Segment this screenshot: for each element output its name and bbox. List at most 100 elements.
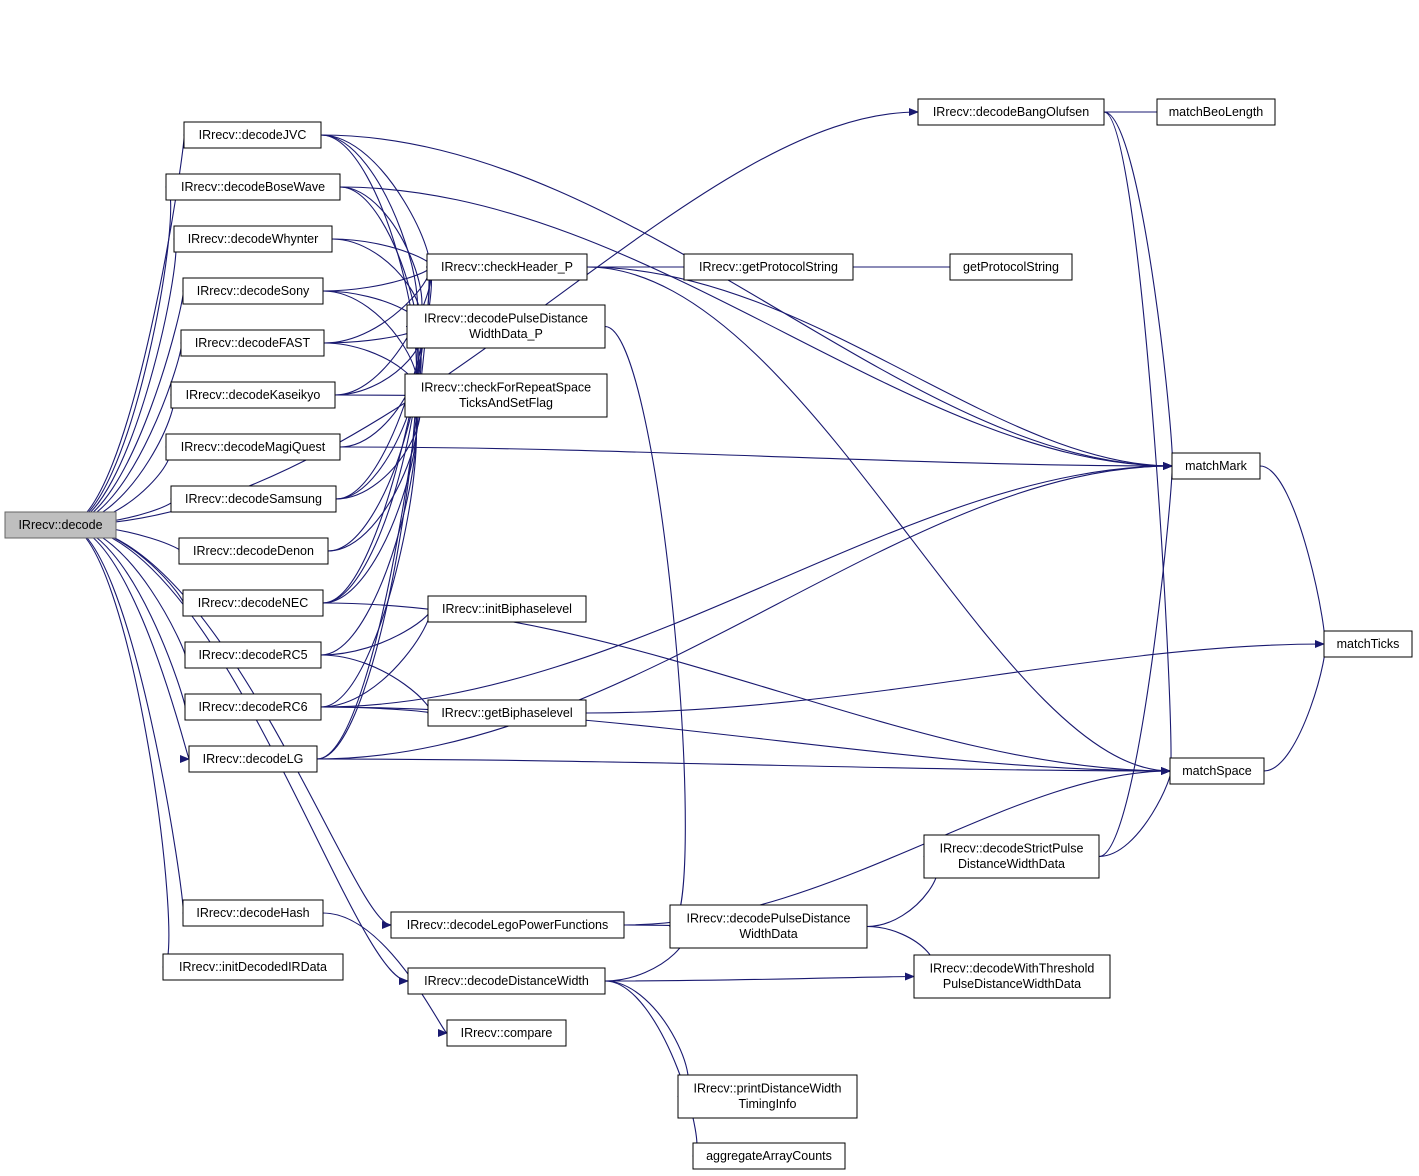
node-label-decodePulseDistanceWidthData-line-1: WidthData <box>739 927 797 941</box>
call-edge-decodeRC6-to-matchMark <box>320 462 1173 708</box>
call-edge-decodeBangOlufsen-to-matchMark <box>1103 111 1182 470</box>
call-edge-decodeFAST-to-decodePulseDistanceWidthData_P <box>323 322 419 344</box>
node-decodeLG[interactable]: IRrecv::decodeLG <box>188 745 318 773</box>
node-label-getBiphaselevel: IRrecv::getBiphaselevel <box>441 706 572 720</box>
node-getBiphaselevel[interactable]: IRrecv::getBiphaselevel <box>427 699 587 727</box>
node-decodeWithThresholdPulseDistanceWidthData[interactable]: IRrecv::decodeWithThresholdPulseDistance… <box>913 954 1111 999</box>
node-decodeSamsung[interactable]: IRrecv::decodeSamsung <box>170 485 337 513</box>
node-matchBeoLength[interactable]: matchBeoLength <box>1156 98 1276 126</box>
node-decodeRC6[interactable]: IRrecv::decodeRC6 <box>184 693 322 721</box>
node-box-decodeSony <box>182 277 324 305</box>
call-edge-decodeNEC-to-decodePulseDistanceWidthData_P <box>322 322 419 604</box>
node-decodeWhynter[interactable]: IRrecv::decodeWhynter <box>173 225 333 253</box>
node-label-printDistanceWidthTimingInfo-line-1: TimingInfo <box>739 1097 797 1111</box>
node-label-decodeSony: IRrecv::decodeSony <box>197 284 310 298</box>
node-label-decodeNEC: IRrecv::decodeNEC <box>198 596 308 610</box>
node-getProtocolString[interactable]: getProtocolString <box>949 253 1073 281</box>
node-label-decodePulseDistanceWidthData-line-0: IRrecv::decodePulseDistance <box>687 912 851 926</box>
node-box-getProtocolString <box>949 253 1073 281</box>
node-decode[interactable]: IRrecv::decode <box>4 511 117 539</box>
node-decodeFAST[interactable]: IRrecv::decodeFAST <box>180 329 325 357</box>
node-box-decodePulseDistanceWidthData <box>669 904 868 949</box>
node-box-aggregateArrayCounts <box>692 1142 846 1170</box>
call-edge-decodeJVC-to-checkHeader_P <box>320 134 437 271</box>
call-edge-decodeBangOlufsen-to-matchSpace <box>1103 111 1180 775</box>
node-decodeLegoPowerFunctions[interactable]: IRrecv::decodeLegoPowerFunctions <box>390 911 625 939</box>
node-label-decodeJVC: IRrecv::decodeJVC <box>199 128 307 142</box>
node-matchTicks[interactable]: matchTicks <box>1323 630 1413 658</box>
node-box-decodeBoseWave <box>165 173 341 201</box>
call-edge-decodeLG-to-matchMark <box>316 462 1173 760</box>
node-label-getProtocolString: getProtocolString <box>963 260 1059 274</box>
node-label-matchMark: matchMark <box>1185 459 1248 473</box>
node-getProtocolString_m[interactable]: IRrecv::getProtocolString <box>683 253 854 281</box>
node-decodeKaseikyo[interactable]: IRrecv::decodeKaseikyo <box>170 381 336 409</box>
node-compare[interactable]: IRrecv::compare <box>446 1019 567 1047</box>
call-edge-decode-to-decodeBoseWave <box>65 183 176 526</box>
node-box-getProtocolString_m <box>683 253 854 281</box>
node-label-decodeLG: IRrecv::decodeLG <box>203 752 304 766</box>
call-edge-decodePulseDistanceWidthData_P-to-decodePulseDistanceWidthData <box>604 325 686 931</box>
node-box-compare <box>446 1019 567 1047</box>
node-matchMark[interactable]: matchMark <box>1171 452 1261 480</box>
call-edge-decodeDistanceWidth-to-aggregateArrayCounts <box>604 980 703 1160</box>
node-decodeJVC[interactable]: IRrecv::decodeJVC <box>183 121 322 149</box>
node-layer: IRrecv::decodeIRrecv::decodeJVCIRrecv::d… <box>4 98 1413 1170</box>
node-box-decodeFAST <box>180 329 325 357</box>
call-edge-decode-to-decodeLegoPowerFunctions <box>65 524 392 929</box>
call-edge-decodeNEC-to-checkHeader_P <box>322 263 437 604</box>
node-box-decode <box>4 511 117 539</box>
node-initDecodedIRData[interactable]: IRrecv::initDecodedIRData <box>162 953 344 981</box>
node-decodeSony[interactable]: IRrecv::decodeSony <box>182 277 324 305</box>
node-label-decodeSamsung: IRrecv::decodeSamsung <box>185 492 322 506</box>
node-box-decodeLegoPowerFunctions <box>390 911 625 939</box>
call-edge-decodeDenon-to-checkForRepeatSpaceTicksAndSetFlag <box>327 391 419 552</box>
node-label-decodeWithThresholdPulseDistanceWidthData-line-1: PulseDistanceWidthData <box>943 977 1081 991</box>
node-box-decodeHash <box>182 899 324 927</box>
node-matchSpace[interactable]: matchSpace <box>1169 757 1265 785</box>
node-decodeDistanceWidth[interactable]: IRrecv::decodeDistanceWidth <box>407 967 606 995</box>
node-decodeMagiQuest[interactable]: IRrecv::decodeMagiQuest <box>165 433 341 461</box>
node-box-decodeRC6 <box>184 693 322 721</box>
node-box-printDistanceWidthTimingInfo <box>677 1074 858 1119</box>
node-label-aggregateArrayCounts: aggregateArrayCounts <box>706 1149 832 1163</box>
node-label-decodeStrictPulseDistanceWidthData-line-1: DistanceWidthData <box>958 857 1065 871</box>
node-decodeBangOlufsen[interactable]: IRrecv::decodeBangOlufsen <box>917 98 1105 126</box>
node-label-matchTicks: matchTicks <box>1337 637 1400 651</box>
call-edge-checkHeader_P-to-matchMark <box>586 266 1173 470</box>
call-edge-decode-to-initDecodedIRData <box>65 524 173 971</box>
node-decodeHash[interactable]: IRrecv::decodeHash <box>182 899 324 927</box>
call-edge-decodeStrictPulseDistanceWidthData-to-matchMark <box>1098 463 1182 858</box>
node-checkHeader_P[interactable]: IRrecv::checkHeader_P <box>426 253 588 281</box>
call-edge-checkHeader_P-to-matchSpace <box>586 266 1171 775</box>
node-box-matchSpace <box>1169 757 1265 785</box>
node-label-decodeFAST: IRrecv::decodeFAST <box>195 336 311 350</box>
node-label-decodeWithThresholdPulseDistanceWidthData-line-0: IRrecv::decodeWithThreshold <box>930 962 1095 976</box>
node-box-checkHeader_P <box>426 253 588 281</box>
node-label-decodeWhynter: IRrecv::decodeWhynter <box>188 232 319 246</box>
node-decodeNEC[interactable]: IRrecv::decodeNEC <box>182 589 324 617</box>
node-aggregateArrayCounts[interactable]: aggregateArrayCounts <box>692 1142 846 1170</box>
call-edge-decodeStrictPulseDistanceWidthData-to-matchSpace <box>1098 767 1180 858</box>
node-decodeRC5[interactable]: IRrecv::decodeRC5 <box>184 641 322 669</box>
node-label-checkForRepeatSpaceTicksAndSetFlag-line-0: IRrecv::checkForRepeatSpace <box>421 381 591 395</box>
node-label-checkHeader_P: IRrecv::checkHeader_P <box>441 260 573 274</box>
call-edge-decodeLG-to-decodePulseDistanceWidthData_P <box>316 322 418 760</box>
node-box-checkForRepeatSpaceTicksAndSetFlag <box>404 373 608 418</box>
node-label-decodePulseDistanceWidthData_P-line-0: IRrecv::decodePulseDistance <box>424 312 588 326</box>
node-checkForRepeatSpaceTicksAndSetFlag[interactable]: IRrecv::checkForRepeatSpaceTicksAndSetFl… <box>404 373 608 418</box>
node-decodeBoseWave[interactable]: IRrecv::decodeBoseWave <box>165 173 341 201</box>
node-decodeDenon[interactable]: IRrecv::decodeDenon <box>178 537 329 565</box>
node-decodeStrictPulseDistanceWidthData[interactable]: IRrecv::decodeStrictPulseDistanceWidthDa… <box>923 834 1100 879</box>
node-label-decodeRC6: IRrecv::decodeRC6 <box>198 700 307 714</box>
call-edge-decode-to-decodeJVC <box>65 132 194 526</box>
node-box-decodeWhynter <box>173 225 333 253</box>
node-box-decodeWithThresholdPulseDistanceWidthData <box>913 954 1111 999</box>
node-initBiphaselevel[interactable]: IRrecv::initBiphaselevel <box>427 595 587 623</box>
node-box-matchMark <box>1171 452 1261 480</box>
node-box-decodeDistanceWidth <box>407 967 606 995</box>
